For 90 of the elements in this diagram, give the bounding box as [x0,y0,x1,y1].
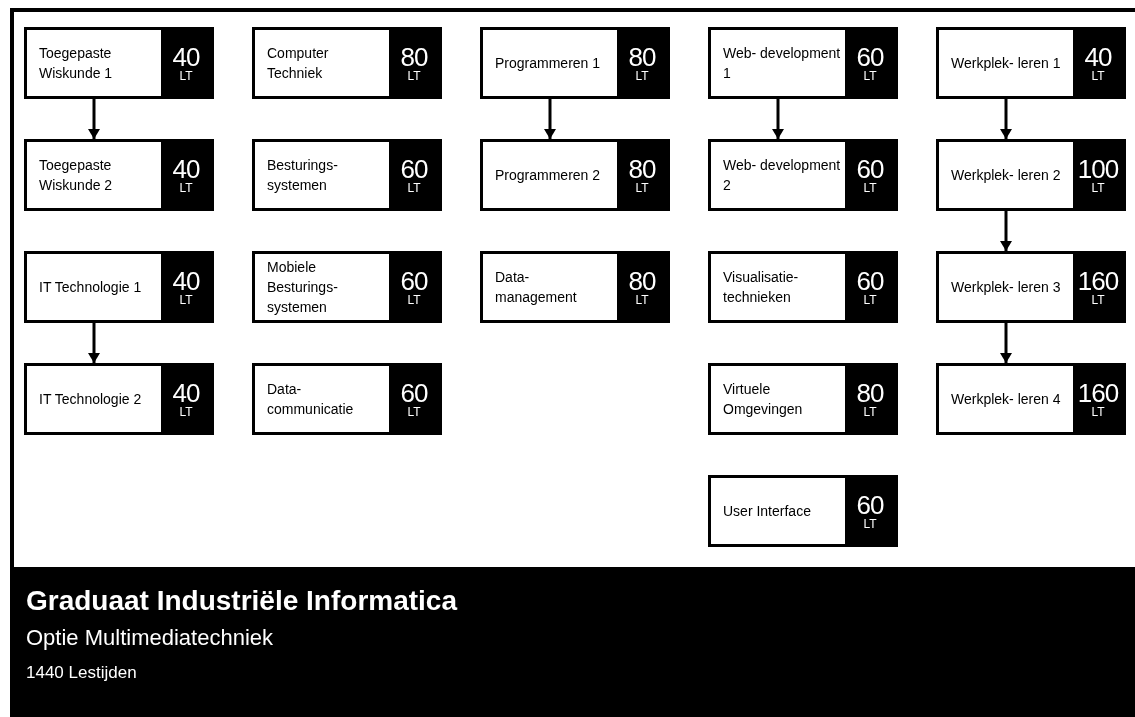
title: Graduaat Industriële Informatica [26,584,459,618]
course-box [252,139,442,211]
hours-number: 60 [856,492,884,518]
hours-unit: LT [635,294,649,306]
hours-number: 40 [172,380,200,406]
course-box [252,27,442,99]
hours-unit: LT [863,294,877,306]
hours-number: 60 [856,156,884,182]
hours-unit: LT [407,70,421,82]
course-name: User Interface [723,502,811,521]
arrow [1000,211,1012,251]
course-box [936,363,1126,435]
course-name: Programmeren 1 [495,54,601,73]
hours-unit: LT [407,406,421,418]
course-box [24,363,214,435]
course-name: Toegepaste Wiskunde 2 [39,156,114,195]
hours-number: 60 [856,268,884,294]
arrow [88,323,100,363]
hours-unit: LT [863,518,877,530]
hours-number: 80 [856,380,884,406]
hours-number: 80 [628,44,656,70]
course-box [252,363,442,435]
hours-number: 40 [172,268,200,294]
course-name: Web- development 1 [723,44,841,83]
course-box [708,251,898,323]
hours-number: 80 [628,268,656,294]
course-box [936,27,1126,99]
hours-unit: LT [407,294,421,306]
course-name: Data- communicatie [267,380,355,419]
course-name: IT Technologie 2 [39,390,142,409]
hours-number: 160 [1077,268,1119,294]
course-box [480,251,670,323]
arrow [772,99,784,139]
arrow [1000,323,1012,363]
course-name: Mobiele Besturings- systemen [267,258,339,317]
hours-unit: LT [1091,70,1105,82]
course-name: Besturings- systemen [267,156,339,195]
arrow [544,99,556,139]
hours-unit: LT [179,182,193,194]
course-box [24,251,214,323]
course-name: Visualisatie- technieken [723,268,800,307]
course-name: Web- development 2 [723,156,841,195]
course-name: Toegepaste Wiskunde 1 [39,44,114,83]
hours-unit: LT [1091,406,1105,418]
course-name: Werkplek- leren 2 [951,166,1061,185]
hours-unit: LT [863,70,877,82]
course-box [24,27,214,99]
hours-unit: LT [635,182,649,194]
course-box [708,363,898,435]
hours-unit: LT [1091,182,1105,194]
course-box [708,27,898,99]
hours-unit: LT [863,406,877,418]
hours-number: 60 [400,380,428,406]
hours-unit: LT [407,182,421,194]
hours-unit: LT [179,294,193,306]
course-name: Werkplek- leren 1 [951,54,1061,73]
course-box [936,251,1126,323]
hours-unit: LT [863,182,877,194]
hours-number: 60 [400,156,428,182]
hours-number: 80 [628,156,656,182]
course-name: Programmeren 2 [495,166,601,185]
course-name: Computer Techniek [267,44,330,83]
hours-number: 160 [1077,380,1119,406]
course-name: IT Technologie 1 [39,278,142,297]
hours-unit: LT [179,406,193,418]
hours-unit: LT [1091,294,1105,306]
hours-unit: LT [179,70,193,82]
course-name: Data- management [495,268,578,307]
hours-number: 80 [400,44,428,70]
arrow [88,99,100,139]
course-box [708,475,898,547]
hours-number: 60 [856,44,884,70]
hours-total: 1440 Lestijden [26,662,138,684]
course-box [252,251,442,323]
course-box [936,139,1126,211]
hours-number: 40 [172,156,200,182]
course-box [708,139,898,211]
hours-number: 40 [172,44,200,70]
course-box [24,139,214,211]
course-box [480,27,670,99]
course-name: Werkplek- leren 4 [951,390,1061,409]
course-name: Virtuele Omgevingen [723,380,804,419]
hours-number: 40 [1084,44,1112,70]
course-name: Werkplek- leren 3 [951,278,1061,297]
arrow [1000,99,1012,139]
hours-number: 60 [400,268,428,294]
course-box [480,139,670,211]
subtitle: Optie Multimediatechniek [26,624,274,652]
hours-number: 100 [1077,156,1119,182]
hours-unit: LT [635,70,649,82]
